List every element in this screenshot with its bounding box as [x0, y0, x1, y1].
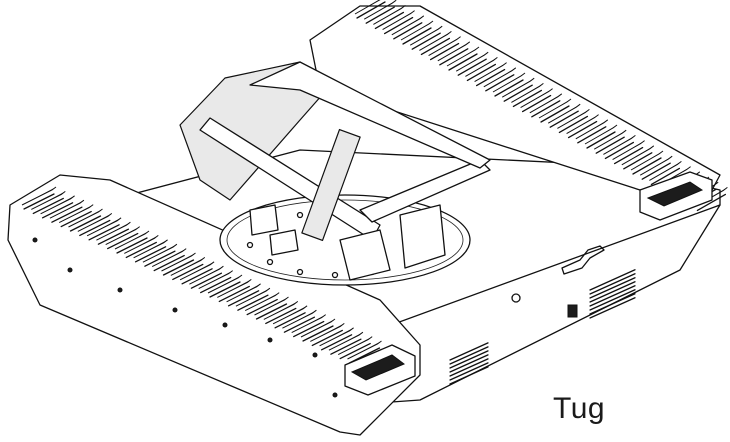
- rear-track-treads: [354, 0, 728, 212]
- front-track-frame: [7, 174, 421, 436]
- latch-bracket: [561, 245, 605, 275]
- lift-frame-side: [179, 61, 331, 201]
- front-light: [344, 344, 416, 396]
- front-track-bolts: [32, 237, 338, 398]
- connector-port: [567, 304, 578, 318]
- figure-caption: Tug: [553, 392, 606, 425]
- left-clamp: [249, 204, 279, 236]
- left-clamp-2: [269, 229, 299, 256]
- right-mount-block: [399, 204, 446, 269]
- lift-frame-far-bar: [249, 61, 491, 169]
- mount-block-left: [301, 128, 361, 242]
- vent-grille-lower: [449, 342, 489, 385]
- turntable-rim: [226, 199, 464, 281]
- lift-frame-cross-bar: [359, 159, 491, 223]
- mount-hole: [511, 293, 521, 303]
- center-pedestal: [339, 229, 391, 281]
- rear-light: [639, 171, 713, 221]
- vent-grille-right: [589, 269, 636, 319]
